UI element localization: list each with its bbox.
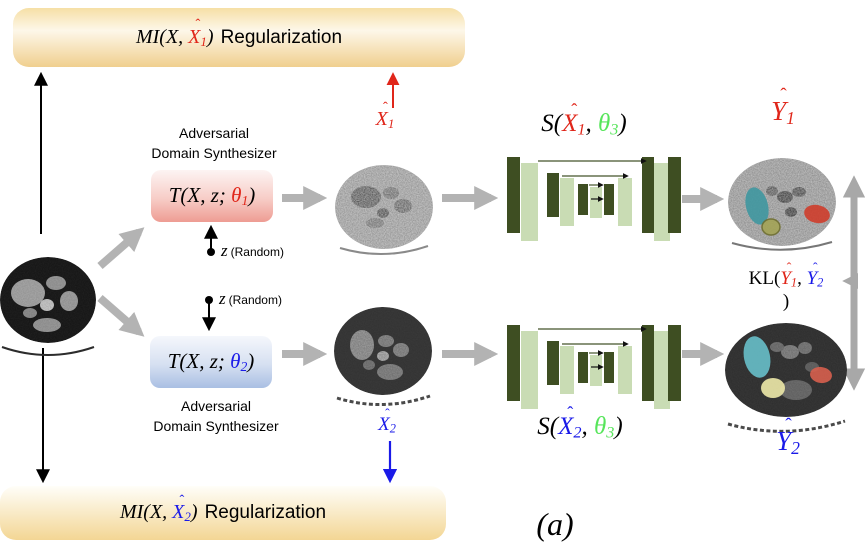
synthesizer-box-t1: T(X, z; θ1)	[151, 170, 273, 222]
output-image-yhat2	[725, 323, 847, 433]
z-random-label-top: z(Random)	[221, 241, 284, 261]
unet-segmenter-1	[507, 157, 681, 241]
segment-kidney-olive	[761, 218, 781, 236]
arrow-x-to-synthesizer1	[97, 227, 145, 270]
z-random-label-bottom: z(Random)	[219, 289, 282, 309]
synth-image-xhat2	[334, 307, 432, 406]
synthesizer-label-bottom: Adversarial Domain Synthesizer	[153, 396, 278, 437]
kl-divergence-double-arrow	[842, 175, 866, 391]
synthesizer-label-top: Adversarial Domain Synthesizer	[151, 123, 276, 164]
unet-segmenter-2	[507, 325, 681, 409]
banner-bottom-label: Regularization	[204, 502, 327, 523]
z-symbol: z	[219, 289, 226, 308]
input-image-x	[0, 257, 96, 356]
segment-liver-red	[810, 366, 832, 384]
segment-spleen-teal	[745, 187, 769, 225]
z-input-arrow-2	[202, 296, 216, 332]
synthesizer-label-line2: Domain Synthesizer	[151, 145, 277, 162]
output-image-yhat1	[728, 158, 836, 251]
banner-top-label: Regularization	[220, 26, 343, 48]
segment-spleen-teal	[743, 336, 771, 378]
t2-formula: T(X, z; θ2)	[167, 349, 255, 374]
z-input-arrow-1	[204, 224, 218, 256]
z-symbol: z	[221, 241, 228, 260]
synthesizer-box-t2: T(X, z; θ2)	[150, 336, 272, 388]
t1-formula: T(X, z; θ1)	[168, 183, 256, 208]
synthesizer-label-line1: Adversarial	[180, 398, 252, 414]
z-random-note: (Random)	[228, 293, 282, 307]
arrow-x-to-synthesizer2	[97, 294, 145, 337]
synthesizer-label-line2: Domain Synthesizer	[153, 418, 279, 435]
z-random-note: (Random)	[230, 245, 284, 259]
segment-liver-red	[804, 204, 830, 224]
synthesizer-label-line1: Adversarial	[178, 125, 250, 141]
synth-image-xhat1	[335, 165, 433, 255]
segment-kidney-yellow	[761, 378, 785, 398]
subfigure-caption: (a)	[536, 506, 574, 542]
